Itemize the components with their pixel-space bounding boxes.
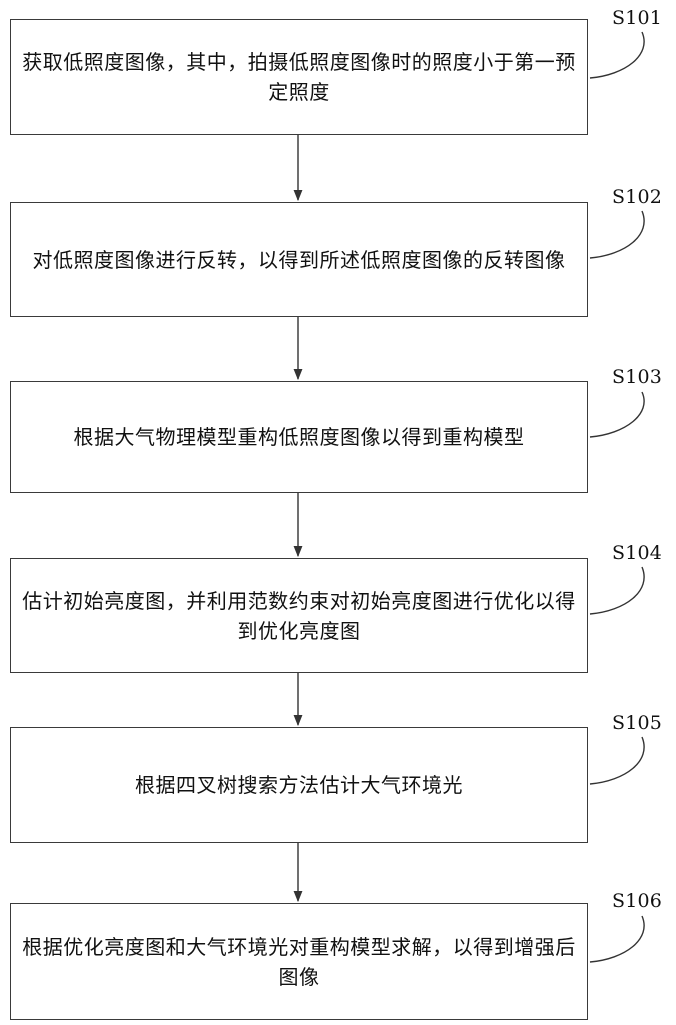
step-box-s102: 对低照度图像进行反转，以得到所述低照度图像的反转图像 xyxy=(10,202,588,317)
leader-line-s105 xyxy=(590,737,644,784)
step-text-s101: 获取低照度图像，其中，拍摄低照度图像时的照度小于第一预定照度 xyxy=(21,47,577,107)
step-text-s105: 根据四叉树搜索方法估计大气环境光 xyxy=(135,770,463,800)
step-box-s103: 根据大气物理模型重构低照度图像以得到重构模型 xyxy=(10,381,588,493)
leader-line-s106 xyxy=(590,916,644,962)
step-text-s103: 根据大气物理模型重构低照度图像以得到重构模型 xyxy=(74,422,525,452)
step-label-s106: S106 xyxy=(612,890,662,912)
step-label-s105: S105 xyxy=(612,712,662,734)
step-text-s104: 估计初始亮度图，并利用范数约束对初始亮度图进行优化以得到优化亮度图 xyxy=(21,586,577,646)
leader-line-s101 xyxy=(590,32,644,78)
leader-line-s102 xyxy=(590,211,644,258)
step-label-s104: S104 xyxy=(612,542,662,564)
step-box-s101: 获取低照度图像，其中，拍摄低照度图像时的照度小于第一预定照度 xyxy=(10,19,588,135)
step-label-s102: S102 xyxy=(612,186,662,208)
step-box-s105: 根据四叉树搜索方法估计大气环境光 xyxy=(10,727,588,843)
step-text-s102: 对低照度图像进行反转，以得到所述低照度图像的反转图像 xyxy=(33,245,566,275)
step-label-s103: S103 xyxy=(612,366,662,388)
step-box-s104: 估计初始亮度图，并利用范数约束对初始亮度图进行优化以得到优化亮度图 xyxy=(10,558,588,673)
leader-line-s103 xyxy=(590,392,644,437)
step-box-s106: 根据优化亮度图和大气环境光对重构模型求解，以得到增强后图像 xyxy=(10,903,588,1020)
step-text-s106: 根据优化亮度图和大气环境光对重构模型求解，以得到增强后图像 xyxy=(21,932,577,992)
step-label-s101: S101 xyxy=(612,7,662,29)
leader-line-s104 xyxy=(590,567,644,614)
